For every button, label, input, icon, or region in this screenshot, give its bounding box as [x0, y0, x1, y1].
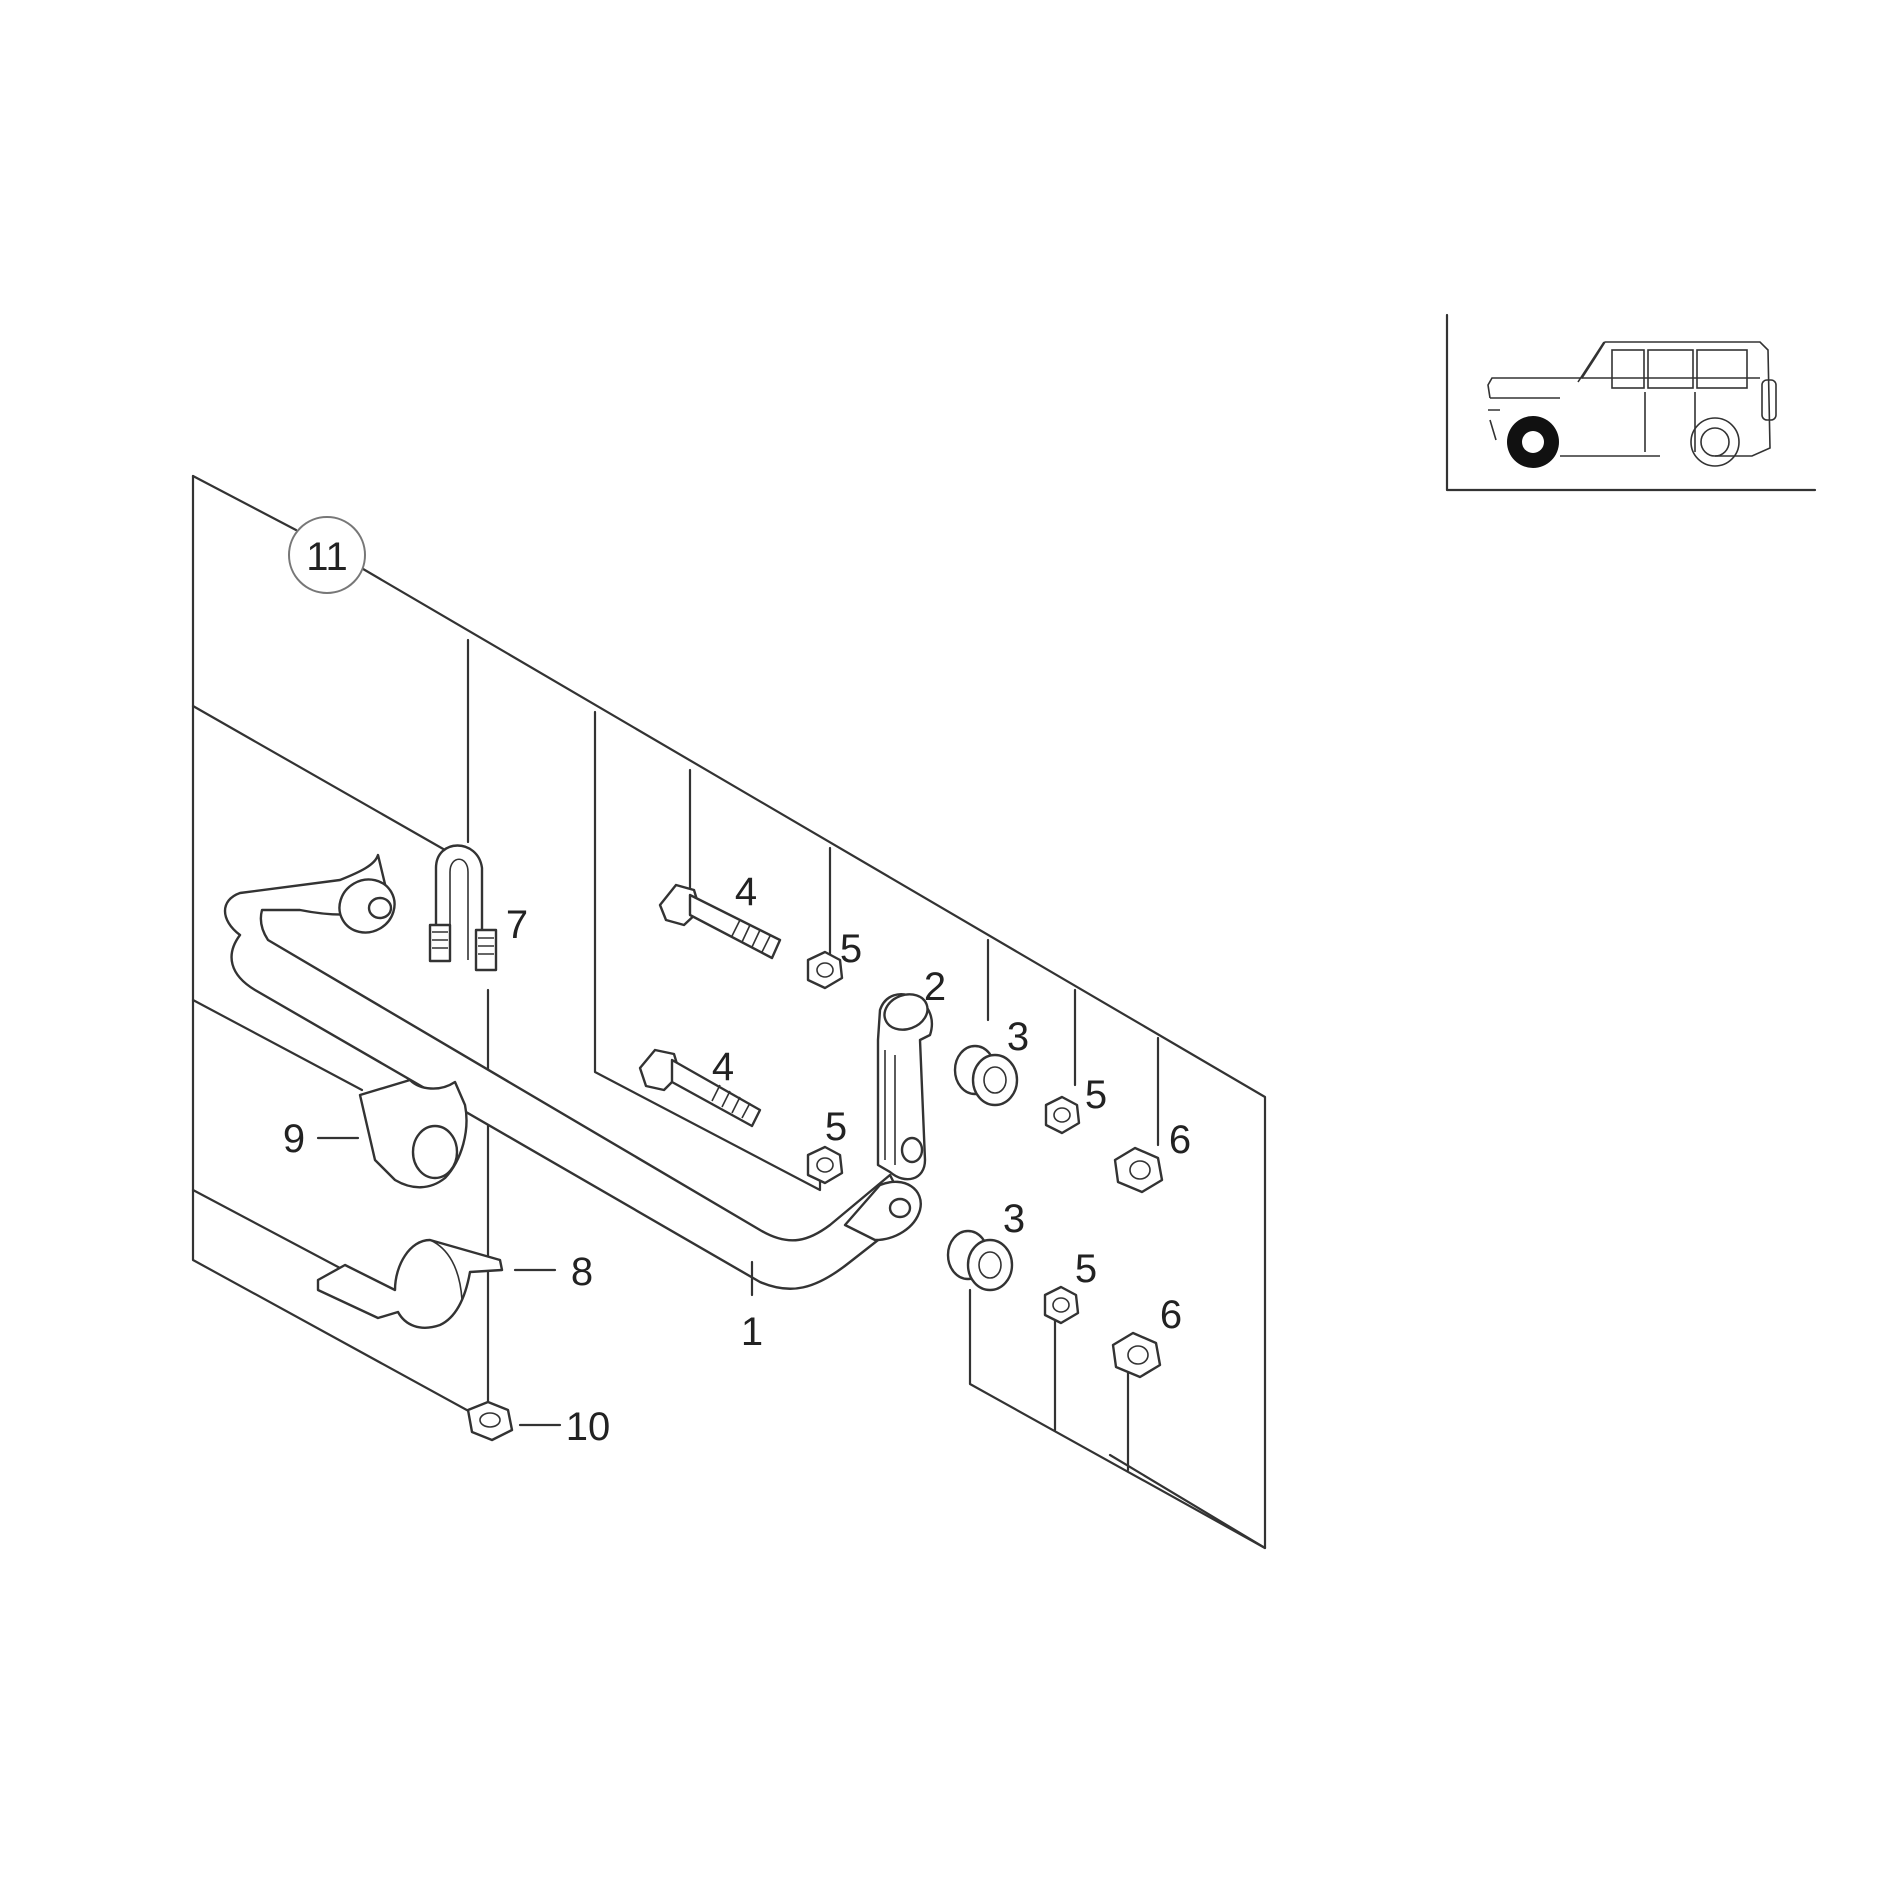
flange-nut-6a[interactable]	[1113, 1146, 1164, 1194]
callout-10: 10	[566, 1405, 611, 1449]
rubber-bushing[interactable]	[358, 1078, 468, 1189]
callouts: 1 2 3 3 4 4 5 5 5 5 6 6 7 8 9 10	[283, 870, 1191, 1449]
bushing-3a[interactable]	[953, 1044, 1019, 1107]
callout-3a: 3	[1007, 1015, 1029, 1059]
callout-5b: 5	[825, 1105, 847, 1149]
group-label-11[interactable]: 11	[288, 516, 366, 594]
callout-5d: 5	[1075, 1247, 1097, 1291]
clamp-bracket[interactable]	[316, 1238, 504, 1329]
nut-5c[interactable]	[1044, 1095, 1081, 1135]
vehicle-locator-inset	[1445, 313, 1817, 492]
callout-6a: 6	[1169, 1118, 1191, 1162]
nut-5a[interactable]	[806, 950, 844, 990]
flange-nut-6b[interactable]	[1111, 1331, 1162, 1379]
callout-8: 8	[571, 1250, 593, 1294]
callout-5c: 5	[1085, 1073, 1107, 1117]
hex-nut[interactable]	[466, 1400, 514, 1442]
callout-2: 2	[924, 965, 946, 1009]
callout-3b: 3	[1003, 1197, 1025, 1241]
callout-9: 9	[283, 1117, 305, 1161]
stabilizer-bar[interactable]	[223, 853, 922, 1291]
callout-4b: 4	[712, 1045, 734, 1089]
group-label-text: 11	[306, 535, 348, 579]
callout-4a: 4	[735, 870, 757, 914]
callout-7: 7	[506, 903, 528, 947]
connecting-link[interactable]	[876, 989, 934, 1181]
bolt-upper[interactable]	[658, 883, 782, 960]
bolt-lower[interactable]	[638, 1048, 762, 1128]
u-bolt[interactable]	[428, 844, 498, 972]
nut-5d[interactable]	[1043, 1285, 1080, 1325]
nut-5b[interactable]	[806, 1145, 844, 1185]
callout-5a: 5	[840, 927, 862, 971]
callout-6b: 6	[1160, 1293, 1182, 1337]
bushing-3b[interactable]	[946, 1229, 1014, 1292]
assembly-outline	[191, 474, 1267, 1550]
callout-1: 1	[741, 1310, 763, 1354]
suv-vehicle-icon	[1487, 341, 1777, 468]
